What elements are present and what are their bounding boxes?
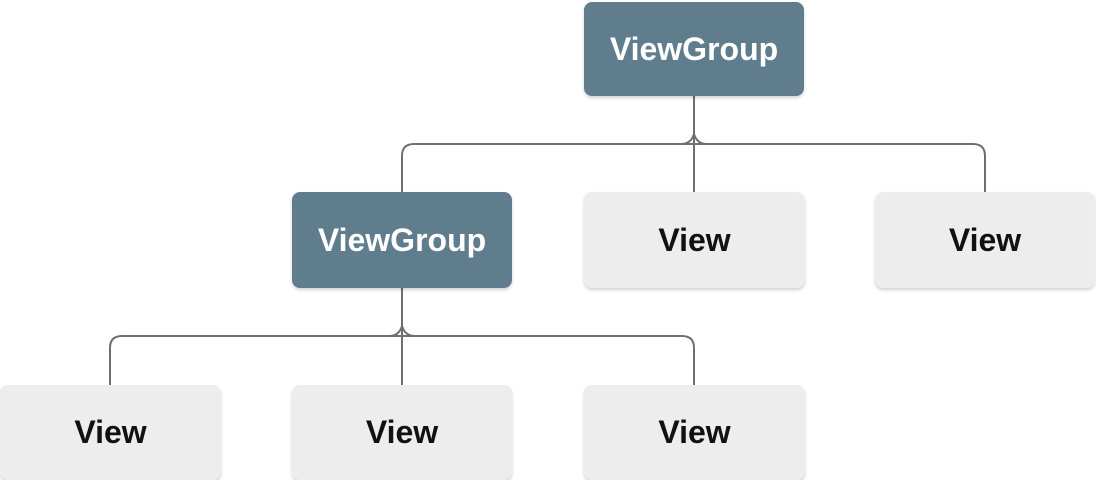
node-label: View [74, 414, 147, 450]
node-view-child-right: View [875, 192, 1095, 288]
node-view-grandchild-right: View [584, 385, 805, 480]
node-label: View [365, 414, 439, 450]
node-view-child-middle: View [584, 192, 805, 288]
node-label: View [948, 221, 1022, 258]
edge-child-rail [109, 335, 695, 385]
node-label: ViewGroup [609, 30, 779, 67]
node-label: View [658, 221, 731, 258]
edge-root-rail [401, 143, 986, 192]
edge-root-fillet [680, 133, 708, 145]
node-label: ViewGroup [317, 221, 487, 258]
node-label: View [658, 414, 731, 450]
edge-child-fillet [388, 325, 416, 337]
node-viewgroup-root: ViewGroup [584, 2, 804, 96]
node-view-grandchild-left: View [0, 385, 221, 480]
node-viewgroup-child: ViewGroup [292, 192, 512, 288]
node-view-grandchild-middle: View [292, 385, 512, 480]
